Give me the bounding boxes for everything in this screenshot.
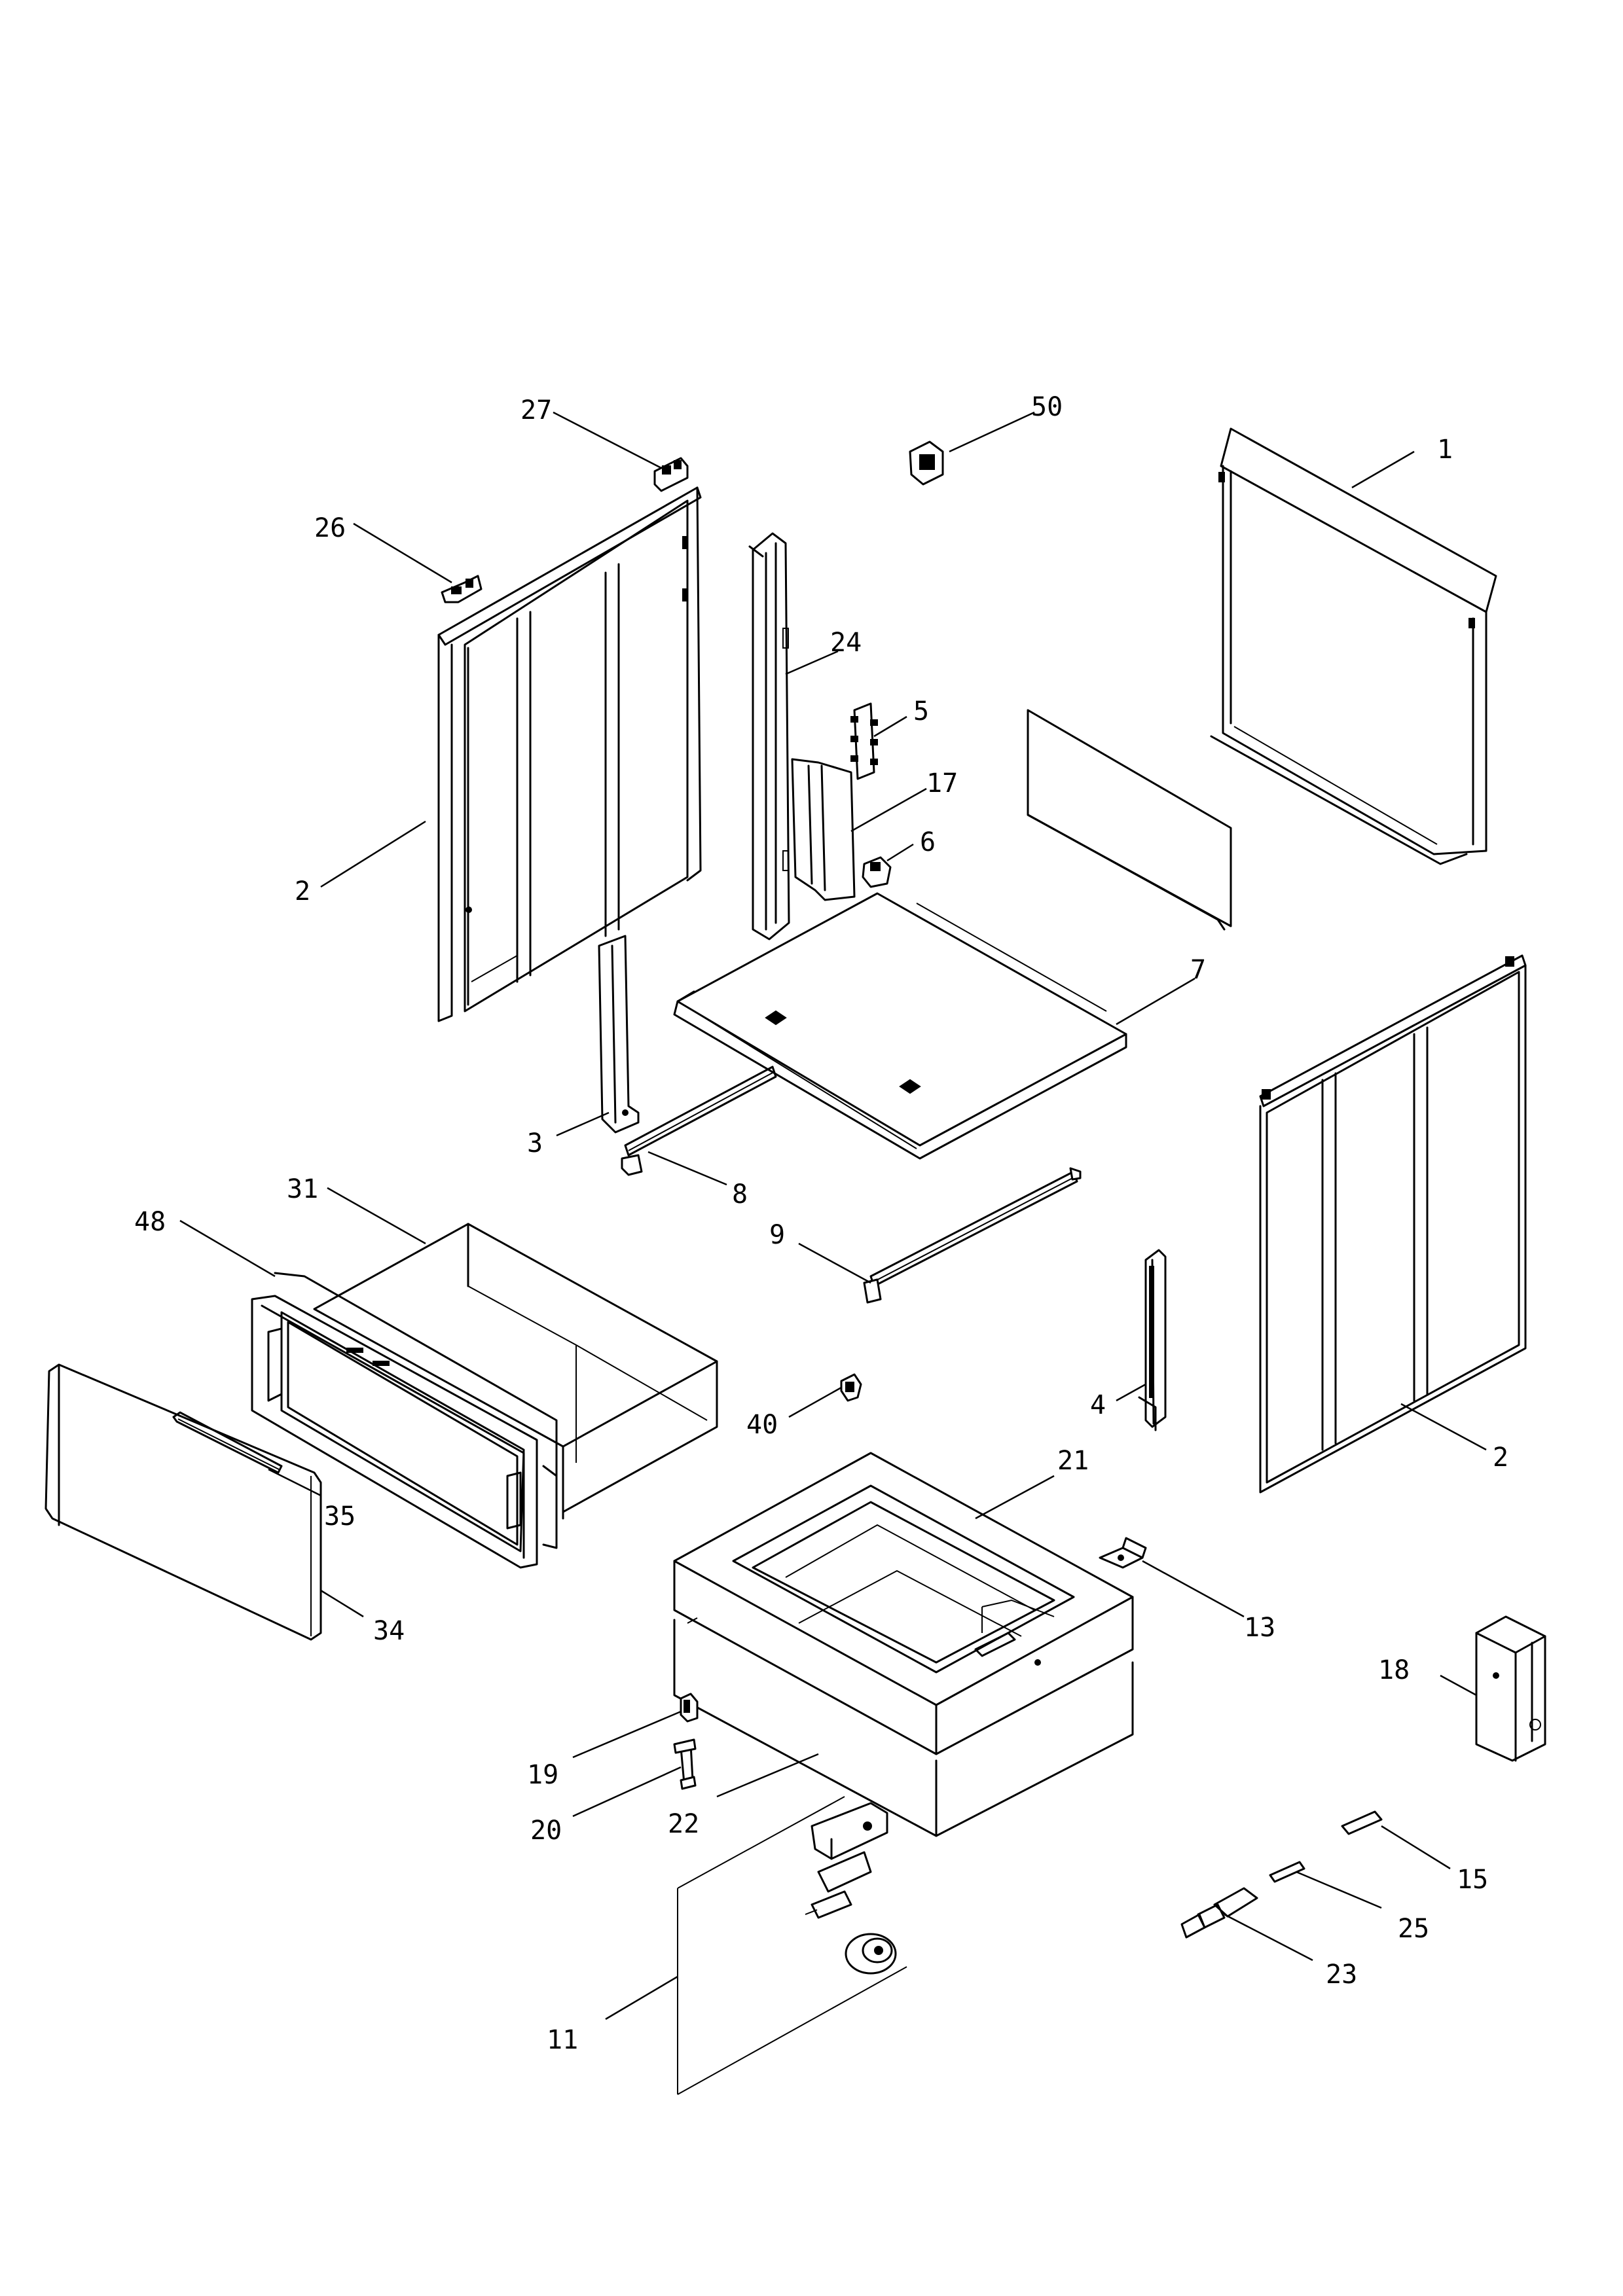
part-34-drawer-front <box>45 1363 322 1641</box>
callout-11: 11 <box>547 2025 578 2055</box>
part-13-bracket <box>1099 1537 1147 1569</box>
part-22-plinth <box>673 1617 1134 1837</box>
part-40-clip <box>840 1373 862 1402</box>
callout-22: 22 <box>668 1809 699 1839</box>
callout-15: 15 <box>1457 1865 1488 1895</box>
callout-8: 8 <box>732 1179 748 1210</box>
part-17-bracket <box>791 758 856 901</box>
part-20-screw <box>673 1738 697 1790</box>
callout-48: 48 <box>134 1207 166 1237</box>
part-15-pin <box>1341 1810 1383 1835</box>
part-26-hinge <box>441 575 483 603</box>
callout-labels: 1 2 2 3 4 5 6 7 8 9 11 13 15 17 18 19 20… <box>134 392 1508 2055</box>
part-7-shelf <box>673 892 1127 1160</box>
callout-6: 6 <box>920 827 936 857</box>
part-4-leg-bracket <box>1138 1249 1167 1431</box>
leader-21 <box>975 1475 1055 1520</box>
callout-4: 4 <box>1090 1390 1106 1420</box>
heat-shield-panel <box>1027 709 1232 931</box>
part-11-caster-assembly <box>677 1796 907 2095</box>
part-27-hinge <box>653 457 689 492</box>
callout-31: 31 <box>287 1174 318 1204</box>
callout-5: 5 <box>913 696 929 726</box>
callout-20: 20 <box>530 1816 562 1846</box>
part-8-rail <box>621 1066 777 1176</box>
callout-17: 17 <box>926 768 958 798</box>
leader-17 <box>850 787 927 833</box>
leader-31 <box>327 1187 426 1245</box>
part-35-handle <box>172 1411 283 1474</box>
leader-26 <box>353 522 452 584</box>
leader-27 <box>553 411 662 469</box>
part-18-control-box <box>1475 1615 1546 1762</box>
leader-11 <box>605 1975 678 2020</box>
part-9-rail <box>863 1167 1082 1304</box>
callout-23: 23 <box>1326 1960 1357 1990</box>
callout-21: 21 <box>1057 1446 1089 1476</box>
leader-2b <box>1400 1403 1487 1451</box>
leader-8 <box>647 1151 727 1186</box>
leader-48 <box>179 1219 276 1278</box>
leader-1 <box>1351 450 1415 489</box>
leader-19 <box>572 1710 682 1759</box>
callout-1: 1 <box>1437 435 1453 465</box>
callout-3: 3 <box>527 1128 543 1158</box>
leader-34 <box>320 1589 364 1618</box>
leader-7 <box>1116 977 1195 1026</box>
leader-40 <box>788 1386 842 1418</box>
callout-34: 34 <box>373 1616 405 1646</box>
callout-7: 7 <box>1190 955 1206 985</box>
part-6-clip <box>862 856 892 888</box>
leader-3 <box>556 1111 610 1137</box>
part-1-back-panel <box>1210 427 1497 865</box>
callout-24: 24 <box>830 628 862 658</box>
part-23-leveling-foot <box>1180 1887 1258 1939</box>
callout-35: 35 <box>324 1501 356 1532</box>
part-3-leg-bracket <box>598 935 640 1134</box>
leader-13 <box>1142 1560 1245 1618</box>
part-48-drawer-frame <box>251 1272 558 1569</box>
part-5-terminal-block <box>850 702 878 780</box>
callout-25: 25 <box>1398 1914 1429 1944</box>
callout-2-right: 2 <box>1493 1443 1508 1473</box>
callout-18: 18 <box>1378 1655 1410 1685</box>
leader-25 <box>1296 1871 1382 1909</box>
leader-6 <box>886 843 914 862</box>
callout-9: 9 <box>769 1220 785 1250</box>
leader-23 <box>1224 1913 1313 1962</box>
part-2-right-side-panel <box>1259 954 1527 1494</box>
leader-lines <box>179 411 1487 2020</box>
leader-35 <box>268 1468 321 1497</box>
part-50-connector <box>909 440 944 486</box>
callout-50: 50 <box>1031 392 1063 422</box>
leader-20 <box>572 1766 682 1818</box>
leader-4 <box>1116 1383 1146 1402</box>
callout-40: 40 <box>746 1410 778 1440</box>
part-2-left-side-panel <box>437 486 702 1022</box>
leader-24 <box>785 650 839 675</box>
callout-13: 13 <box>1244 1613 1275 1643</box>
leader-18 <box>1440 1674 1477 1696</box>
leader-2a <box>320 820 426 888</box>
leader-5 <box>873 715 907 738</box>
part-25-pin <box>1269 1861 1305 1883</box>
leader-9 <box>798 1242 871 1284</box>
callout-27: 27 <box>520 395 552 425</box>
leader-15 <box>1381 1825 1451 1870</box>
leader-22 <box>716 1753 819 1798</box>
part-19-clip <box>680 1693 699 1723</box>
part-21-base-frame <box>673 1452 1134 1755</box>
part-31-drawer-box <box>313 1223 718 1520</box>
callout-2-left: 2 <box>295 876 310 906</box>
leader-50 <box>949 411 1035 453</box>
callout-26: 26 <box>314 513 346 543</box>
part-24-vertical-strut <box>748 532 790 941</box>
callout-19: 19 <box>527 1760 558 1790</box>
